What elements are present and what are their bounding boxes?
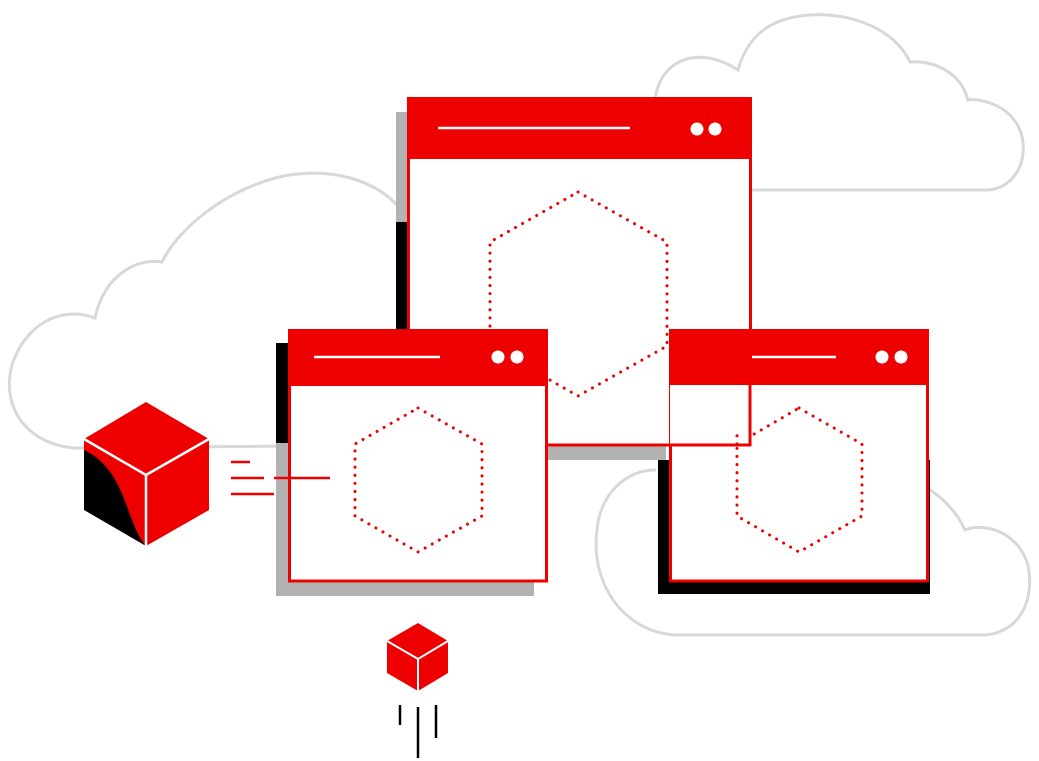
hexagon-icon bbox=[488, 190, 669, 398]
cube-large-icon bbox=[83, 402, 210, 546]
window-left-shadow-gray bbox=[276, 443, 289, 596]
window-left-icon bbox=[276, 329, 548, 596]
motion-lines-icon bbox=[398, 705, 438, 758]
window-top-bottom-shadow bbox=[548, 446, 666, 460]
cube-small-icon bbox=[386, 623, 449, 691]
window-left-dot-icon bbox=[491, 350, 505, 364]
cloud-left-icon bbox=[7, 171, 407, 450]
cube-large-left bbox=[84, 439, 146, 546]
cloud-top-right-icon bbox=[653, 13, 1025, 192]
window-right-dot-icon bbox=[894, 350, 908, 364]
window-left-shadow-black bbox=[276, 343, 289, 443]
hexagon-icon bbox=[735, 406, 864, 554]
window-left-shadow-bottom bbox=[276, 582, 534, 596]
cube-large-right bbox=[146, 439, 209, 546]
window-left-dot-icon bbox=[510, 350, 524, 364]
window-top-front-overlap bbox=[670, 385, 752, 447]
window-top-dot-icon bbox=[690, 122, 704, 136]
window-right-dot-icon bbox=[875, 350, 889, 364]
window-right-icon bbox=[658, 329, 930, 594]
cloud-bottom-right-icon bbox=[594, 468, 1032, 637]
motion-lines-icon bbox=[231, 460, 330, 496]
cube-large-left-red bbox=[84, 439, 146, 546]
window-top-dot-icon bbox=[708, 122, 722, 136]
window-top-shadow-gray bbox=[396, 112, 408, 222]
hexagon-icon bbox=[353, 406, 484, 554]
